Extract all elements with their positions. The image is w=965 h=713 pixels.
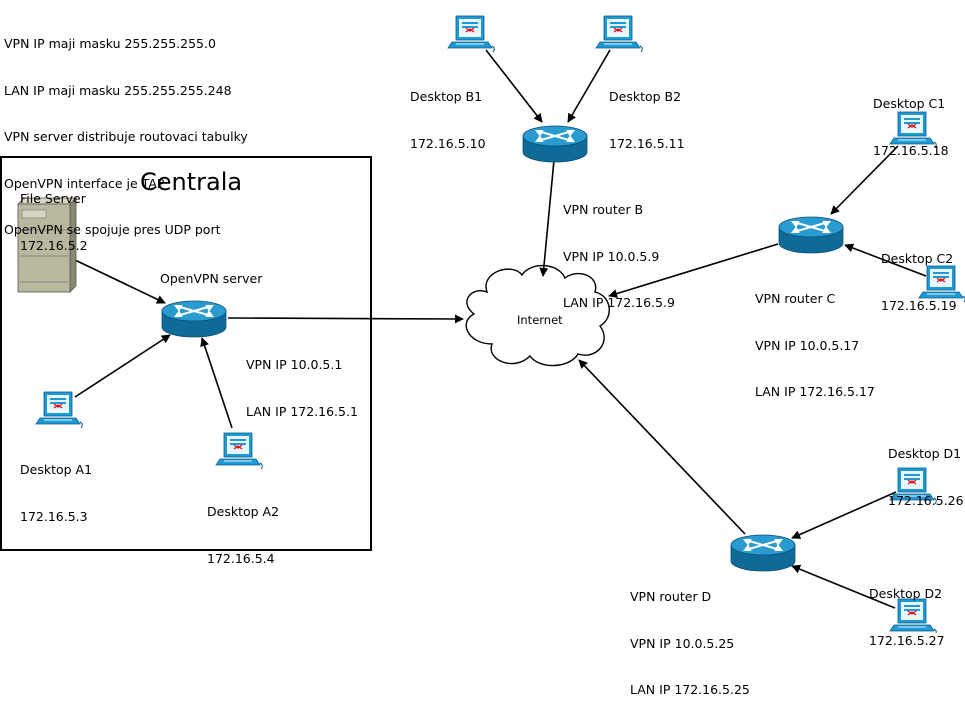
link-openvpn-internet (227, 314, 464, 324)
node-name: VPN router C (755, 291, 836, 306)
lan-ip: LAN IP 172.16.5.25 (630, 682, 750, 697)
link-a2-openvpn (200, 337, 233, 429)
link-fileserver-openvpn (74, 259, 166, 304)
link-routerd-internet (578, 359, 746, 535)
node-name: Desktop C2 (881, 251, 954, 266)
node-name: Desktop B1 (410, 89, 483, 104)
link-a1-openvpn (74, 334, 171, 398)
vpn-ip: VPN IP 10.0.5.1 (246, 357, 343, 372)
node-name: Desktop B2 (609, 89, 682, 104)
link-b2-routerb (567, 49, 611, 123)
node-ip: 172.16.5.11 (609, 135, 685, 151)
node-name: Desktop D2 (869, 586, 943, 601)
link-d1-routerd (791, 491, 897, 539)
link-d2-routerd (791, 564, 896, 609)
router-d-label: VPN router D VPN IP 10.0.5.25 LAN IP 172… (630, 558, 750, 713)
notes: VPN IP maji masku 255.255.255.0 LAN IP m… (4, 5, 248, 253)
router-c-icon (778, 216, 844, 254)
note-line: OpenVPN se spojuje pres UDP port (4, 222, 221, 237)
desktop-a2-label: Desktop A2 172.16.5.4 (207, 473, 279, 582)
file-server-icon (17, 197, 77, 293)
openvpn-server-name: OpenVPN server (160, 271, 263, 286)
node-ip: 172.16.5.27 (869, 632, 945, 648)
internet-label: Internet (517, 313, 563, 327)
node-ip: 172.16.5.10 (410, 135, 486, 151)
vpn-ip: VPN IP 10.0.5.17 (755, 337, 860, 353)
vpn-ip: VPN IP 10.0.5.9 (563, 248, 660, 264)
connections (74, 49, 927, 609)
node-name: File Server (20, 191, 86, 206)
desktop-d1-label: Desktop D1 172.16.5.26 (888, 415, 964, 524)
note-line: OpenVPN interface je TAP (4, 175, 165, 191)
node-name: Desktop A2 (207, 504, 280, 519)
desktop-b2-icon (595, 15, 643, 53)
openvpn-server-router-icon (161, 300, 227, 338)
router-b-label: VPN router B VPN IP 10.0.5.9 LAN IP 172.… (563, 171, 675, 326)
desktop-d2-label: Desktop D2 172.16.5.27 (869, 555, 945, 664)
lan-ip: LAN IP 172.16.5.17 (755, 384, 875, 399)
node-ip: 172.16.5.2 (20, 237, 88, 253)
note-line: LAN IP maji masku 255.255.255.248 (4, 82, 232, 98)
centrala-title: Centrala (140, 168, 243, 196)
link-b1-routerb (485, 49, 543, 123)
router-b-icon (522, 125, 588, 163)
router-c-label: VPN router C VPN IP 10.0.5.17 LAN IP 172… (755, 260, 875, 415)
desktop-c2-label: Desktop C2 172.16.5.19 (881, 220, 957, 329)
node-name: Desktop D1 (888, 446, 962, 461)
link-c2-routerc (844, 243, 927, 277)
node-ip: 172.16.5.19 (881, 297, 957, 313)
node-name: Desktop C1 (873, 96, 946, 111)
node-name: Desktop A1 (20, 462, 93, 477)
lan-ip: LAN IP 172.16.5.9 (563, 295, 675, 310)
note-line: VPN server distribuje routovaci tabulky (4, 129, 248, 144)
link-routerb-internet (539, 159, 555, 277)
openvpn-server-ips: VPN IP 10.0.5.1 LAN IP 172.16.5.1 (246, 326, 358, 435)
node-ip: 172.16.5.3 (20, 508, 88, 524)
desktop-b2-label: Desktop B2 172.16.5.11 (609, 58, 685, 167)
desktop-b1-label: Desktop B1 172.16.5.10 (410, 58, 486, 167)
file-server-label: File Server 172.16.5.2 (20, 160, 88, 269)
note-line: VPN IP maji masku 255.255.255.0 (4, 36, 216, 51)
node-ip: 172.16.5.26 (888, 492, 964, 508)
desktop-b1-icon (447, 15, 495, 53)
link-c1-routerc (830, 145, 899, 215)
lan-ip: LAN IP 172.16.5.1 (246, 403, 358, 419)
node-ip: 172.16.5.18 (873, 142, 949, 158)
link-routerc-internet (608, 243, 779, 298)
node-ip: 172.16.5.4 (207, 550, 275, 566)
centrala-box (0, 156, 372, 551)
node-name: VPN router D (630, 589, 712, 604)
internet-cloud (465, 264, 610, 367)
desktop-a1-label: Desktop A1 172.16.5.3 (20, 431, 92, 540)
desktop-c1-label: Desktop C1 172.16.5.18 (873, 65, 949, 174)
network-diagram (0, 15, 965, 633)
node-name: VPN router B (563, 202, 644, 217)
vpn-ip: VPN IP 10.0.5.25 (630, 635, 735, 651)
desktop-a2-icon (215, 432, 263, 470)
